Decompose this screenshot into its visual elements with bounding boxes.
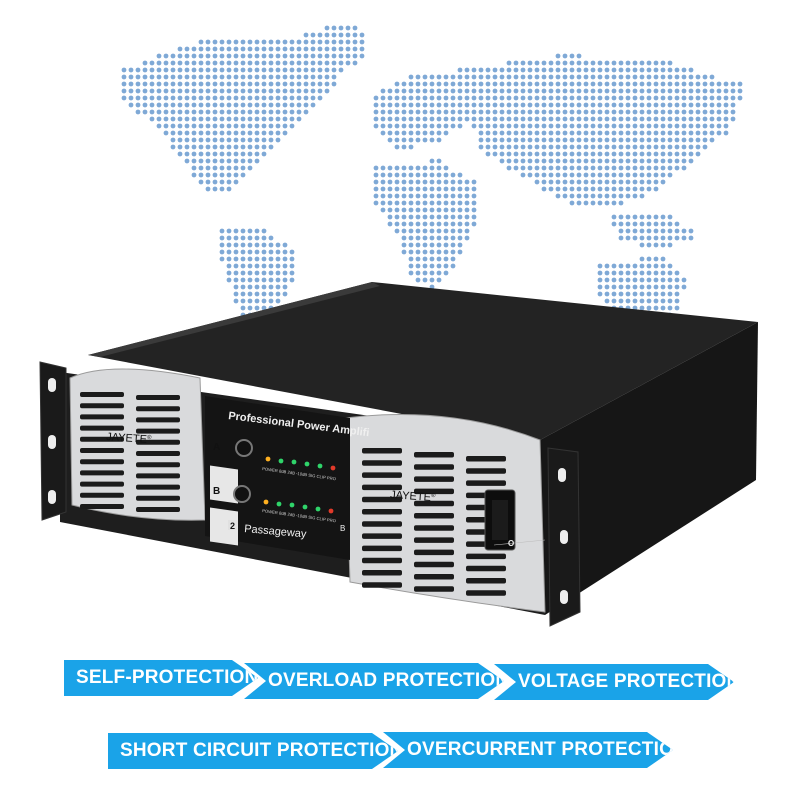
vent-slot [362,533,402,539]
feature-tag-overload-protection: OVERLOAD PROTECTION [244,663,504,699]
channel-b-label: B [213,486,220,497]
vent-slot [414,476,454,482]
vent-slot [466,590,506,596]
channel-a-label: A [213,442,220,453]
passageway-label: Passageway [244,523,308,540]
vent-slot [136,428,180,434]
vent-slot [362,460,402,466]
vent-slot [80,504,124,509]
vent-slot [414,513,454,519]
vent-slot [362,521,402,527]
vent-slot [362,545,402,552]
vent-slot [414,452,454,458]
control-panel [205,396,350,560]
vent-slot [414,561,454,568]
vent-slot [136,462,180,468]
vent-slot [80,448,124,453]
knob-a[interactable] [235,439,253,457]
vent-slot [80,481,124,487]
world-map-graphic [121,25,743,325]
vent-slot [80,492,124,498]
switch-label: O [508,539,514,548]
vent-slot [414,488,454,495]
vent-slot [414,464,454,470]
vent-slot [80,436,124,442]
knob-b[interactable] [233,485,251,503]
vent-slot [466,456,506,462]
vent-slot [414,549,454,556]
led-row-b [263,499,334,514]
vent-slot [466,553,506,560]
vent-slot [80,414,124,420]
channel-count: 2 [230,521,235,531]
brand-label-right: JAYETE® [390,489,436,504]
vent-slot [466,480,506,486]
vent-slot [80,403,124,409]
vent-slot [80,392,124,397]
vent-slot [362,496,402,503]
vent-slot [466,468,506,474]
amplifier-side-panel [540,322,758,615]
vent-slot [414,586,454,592]
vent-slot [362,448,402,454]
vent-slot [362,557,402,564]
vent-slot [414,537,454,543]
vent-slot [136,473,180,479]
feature-tag-self-protection: SELF-PROTECTION [64,660,258,696]
brand-label-left: JAYETE® [106,431,152,446]
vent-slot [414,574,454,580]
vent-slot [362,582,402,588]
vent-slot [362,570,402,576]
side-label-b: B [340,524,345,533]
vent-slot [362,472,402,478]
vent-slot [136,507,180,512]
vent-slot [466,565,506,572]
vent-slot [136,495,180,501]
feature-tag-voltage-protection: VOLTAGE PROTECTION [494,664,734,700]
vent-slot [362,509,402,515]
vent-slot [136,484,180,490]
vent-slot [136,395,180,400]
feature-tag-overcurrent-protection: OVERCURRENT PROTECTION [383,732,673,768]
vent-slot [80,459,124,465]
vent-slot [136,406,180,412]
vent-slot [136,439,180,445]
vent-slot [414,525,454,531]
led-row-a [265,456,336,471]
vent-slot [80,470,124,476]
vent-slot [136,417,180,423]
vent-slot [466,578,506,584]
vent-slot [136,451,180,456]
vent-slot [414,500,454,507]
vent-slot [80,425,124,431]
vent-slot [362,484,402,491]
amplifier-top-panel [88,282,758,440]
feature-tag-short-circuit-protection: SHORT CIRCUIT PROTECTION [108,733,398,769]
